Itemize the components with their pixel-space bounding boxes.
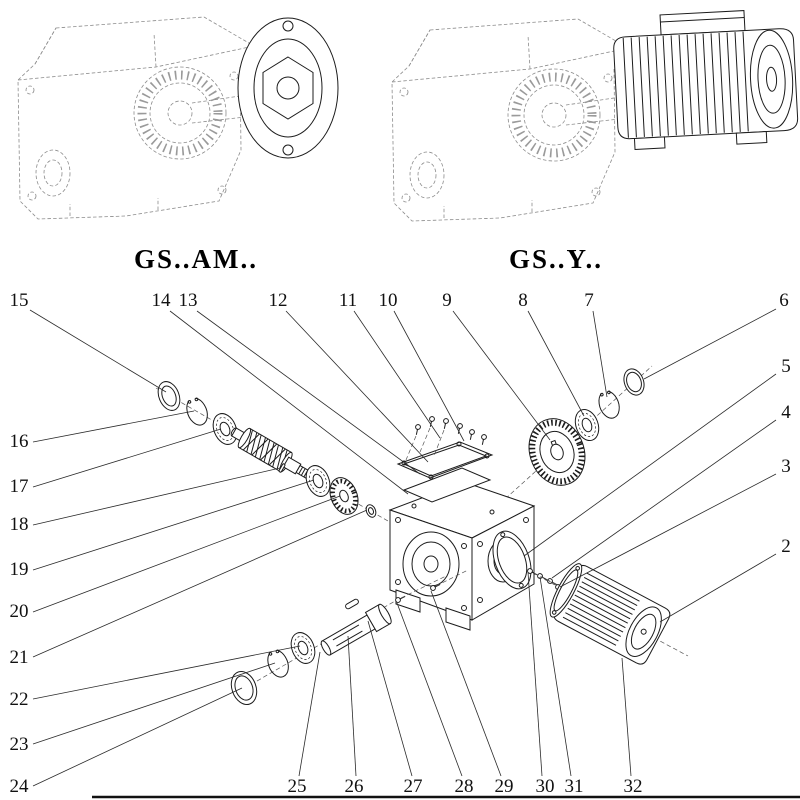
callout-number-2: 2 [781, 536, 791, 557]
callout-number-20: 20 [10, 601, 29, 622]
callout-leader-15 [29, 309, 167, 393]
part-output-circlip [263, 647, 293, 681]
gs-y-assembled-view [392, 10, 799, 221]
callout-number-32: 32 [624, 776, 643, 797]
callout-leader-26 [347, 635, 357, 777]
part-output-washer [230, 671, 258, 705]
exploded-view [153, 365, 689, 705]
part-input-seal [153, 377, 185, 415]
callout-leader-4 [551, 419, 777, 579]
callout-leader-27 [367, 620, 413, 777]
part-input-bearing-rear [301, 461, 335, 501]
callout-number-17: 17 [10, 476, 29, 497]
callout-number-24: 24 [10, 776, 30, 797]
gs-am-assembled-view [18, 17, 339, 219]
callout-number-7: 7 [584, 290, 594, 311]
callout-leader-21 [32, 509, 368, 658]
callout-leader-14 [169, 310, 409, 495]
callout-leader-22 [32, 645, 301, 700]
callout-number-14: 14 [152, 290, 172, 311]
callout-number-10: 10 [379, 290, 398, 311]
callout-leader-18 [32, 467, 281, 526]
part-motor [549, 563, 671, 665]
callout-number-26: 26 [345, 776, 364, 797]
part-cover-plate [396, 441, 494, 480]
callout-leader-11 [353, 310, 441, 439]
callout-leader-2 [659, 553, 777, 623]
callout-number-12: 12 [269, 290, 288, 311]
callout-leader-31 [539, 576, 572, 777]
callout-number-6: 6 [779, 290, 789, 311]
variant-label-gs-y: GS..Y.. [509, 244, 603, 274]
callout-leader-28 [396, 602, 463, 777]
callout-leader-5 [523, 373, 777, 557]
callout-number-16: 16 [10, 431, 29, 452]
callout-leader-8 [527, 310, 585, 417]
part-cover-screws [405, 415, 488, 461]
part-adapter-gasket [492, 530, 532, 590]
callout-number-9: 9 [442, 290, 452, 311]
callout-leader-12 [285, 310, 429, 463]
callout-number-15: 15 [10, 290, 29, 311]
part-housing-screws [394, 569, 469, 604]
part-spacer-ring [365, 504, 377, 518]
callout-leader-17 [32, 428, 222, 488]
callout-leader-24 [32, 687, 243, 787]
part-input-gear-washer [329, 477, 359, 515]
part-key-pin-input [278, 463, 286, 473]
output-flange-drawing [237, 17, 339, 159]
callout-leader-19 [32, 479, 315, 571]
gs-am-housing-phantom [18, 17, 254, 219]
part-worm-gear [528, 418, 586, 486]
callout-number-3: 3 [781, 456, 791, 477]
part-worm-shaft [230, 427, 314, 481]
gs-y-housing-phantom [392, 19, 628, 221]
part-gear-seal-ring [623, 368, 645, 396]
callout-number-21: 21 [10, 647, 29, 668]
callout-number-13: 13 [179, 290, 198, 311]
callout-leader-6 [643, 308, 777, 380]
motor-top-drawing [613, 10, 799, 150]
callout-number-23: 23 [10, 734, 29, 755]
callout-leader-10 [393, 310, 465, 442]
callout-number-4: 4 [781, 402, 791, 423]
callout-number-18: 18 [10, 514, 29, 535]
callout-leader-9 [452, 310, 551, 441]
callout-leader-13 [196, 310, 421, 475]
callout-leader-25 [298, 651, 321, 777]
callout-leader-32 [621, 657, 632, 777]
callout-number-30: 30 [536, 776, 555, 797]
callout-leader-20 [32, 495, 341, 613]
callout-number-11: 11 [339, 290, 357, 311]
part-cover-gasket [402, 467, 492, 503]
callout-number-31: 31 [565, 776, 584, 797]
callout-leader-16 [32, 410, 195, 443]
callout-number-25: 25 [288, 776, 307, 797]
callout-number-29: 29 [495, 776, 514, 797]
callout-number-27: 27 [404, 776, 423, 797]
callout-leader-23 [32, 662, 276, 745]
callout-leader-7 [592, 310, 608, 398]
callout-number-5: 5 [781, 356, 791, 377]
callout-number-19: 19 [10, 559, 29, 580]
callout-number-28: 28 [455, 776, 474, 797]
callout-leader-30 [527, 571, 543, 777]
callout-leader-3 [559, 473, 777, 588]
variant-label-gs-am: GS..AM.. [134, 244, 258, 274]
callout-number-22: 22 [10, 689, 29, 710]
part-output-key [345, 598, 359, 610]
part-output-shaft [320, 603, 392, 656]
callout-leader-29 [430, 590, 502, 777]
callout-number-8: 8 [518, 290, 528, 311]
